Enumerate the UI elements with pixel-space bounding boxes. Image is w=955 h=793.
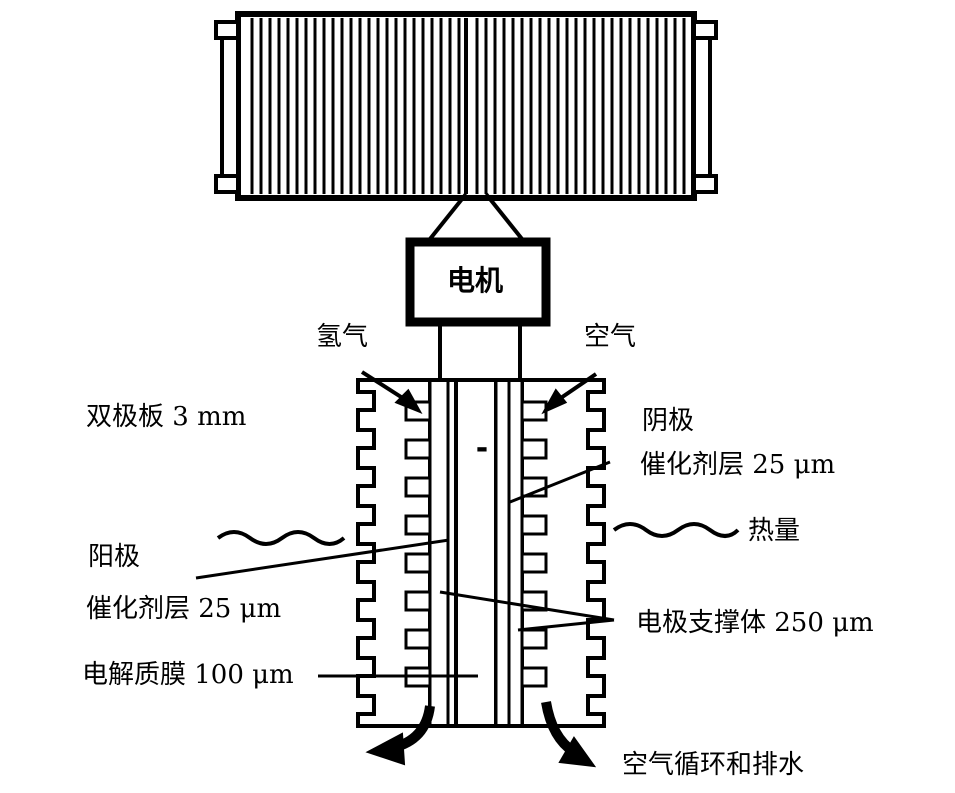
hydrogen-inlet-arrowhead bbox=[394, 388, 423, 414]
hydrogen-channel bbox=[404, 438, 432, 460]
radiator-left-top-bracket bbox=[214, 20, 240, 40]
air-channel bbox=[520, 438, 548, 460]
air-cycle-drain-label: 空气循环和排水 bbox=[622, 750, 805, 780]
cathode-title: 阴极 bbox=[642, 406, 695, 436]
radiator-right-bottom-bracket bbox=[692, 174, 718, 194]
fuel-cell bbox=[356, 378, 606, 728]
air-inlet-arrowhead bbox=[541, 388, 568, 415]
radiator bbox=[214, 11, 718, 201]
anode-title: 阳极 bbox=[88, 542, 141, 572]
air-channel bbox=[520, 552, 548, 574]
air-flow-channels bbox=[520, 400, 548, 688]
electrode-support-label: 电极支撑体 250 μm bbox=[636, 608, 874, 638]
radiator-right-tank bbox=[692, 20, 712, 194]
air-channel bbox=[520, 514, 548, 536]
anode-catalyst-label: 催化剂层 25 μm bbox=[86, 594, 282, 624]
anode-electrode-support bbox=[428, 378, 458, 728]
heat-wave-right bbox=[612, 522, 740, 538]
hydrogen-channel bbox=[404, 590, 432, 612]
outlet-arrows bbox=[365, 701, 597, 768]
heat-waves bbox=[216, 522, 740, 546]
hydrogen-channel bbox=[404, 514, 432, 536]
drive-belt bbox=[424, 192, 528, 246]
left-outlet-arrowhead bbox=[365, 732, 406, 766]
hydrogen-channel bbox=[404, 476, 432, 498]
anode-leader bbox=[195, 538, 450, 580]
motor bbox=[405, 237, 551, 327]
hydrogen-channel bbox=[404, 628, 432, 650]
motor-label: 电机 bbox=[447, 264, 504, 297]
radiator-left-bottom-bracket bbox=[214, 174, 240, 194]
right-outlet-arrowhead bbox=[558, 736, 597, 768]
heat-wave-left bbox=[216, 530, 346, 546]
hydrogen-flow-channels bbox=[404, 400, 432, 688]
membrane-label: 电解质膜 100 μm bbox=[82, 660, 294, 690]
support-leader-right bbox=[517, 618, 615, 632]
air-channel bbox=[520, 666, 548, 688]
air-channel bbox=[520, 400, 548, 422]
gas-inlet-arrows bbox=[360, 370, 598, 415]
air-label: 空气 bbox=[584, 322, 637, 352]
radiator-fins bbox=[250, 18, 686, 194]
motor-box bbox=[405, 237, 551, 327]
cathode-leader bbox=[509, 460, 611, 504]
membrane-sign: - bbox=[476, 431, 488, 466]
radiator-left-tank bbox=[220, 20, 240, 194]
leader-lines bbox=[195, 460, 615, 678]
motor-shafts bbox=[438, 326, 522, 380]
bipolar-plate-label: 双极板 3 mm bbox=[86, 402, 247, 432]
hydrogen-label: 氢气 bbox=[316, 322, 369, 352]
cathode-catalyst-label: 催化剂层 25 μm bbox=[640, 450, 836, 480]
air-channel bbox=[520, 628, 548, 650]
radiator-right-top-bracket bbox=[692, 20, 718, 40]
support-leader-left bbox=[439, 590, 615, 622]
heat-label: 热量 bbox=[748, 516, 801, 546]
hydrogen-channel bbox=[404, 552, 432, 574]
